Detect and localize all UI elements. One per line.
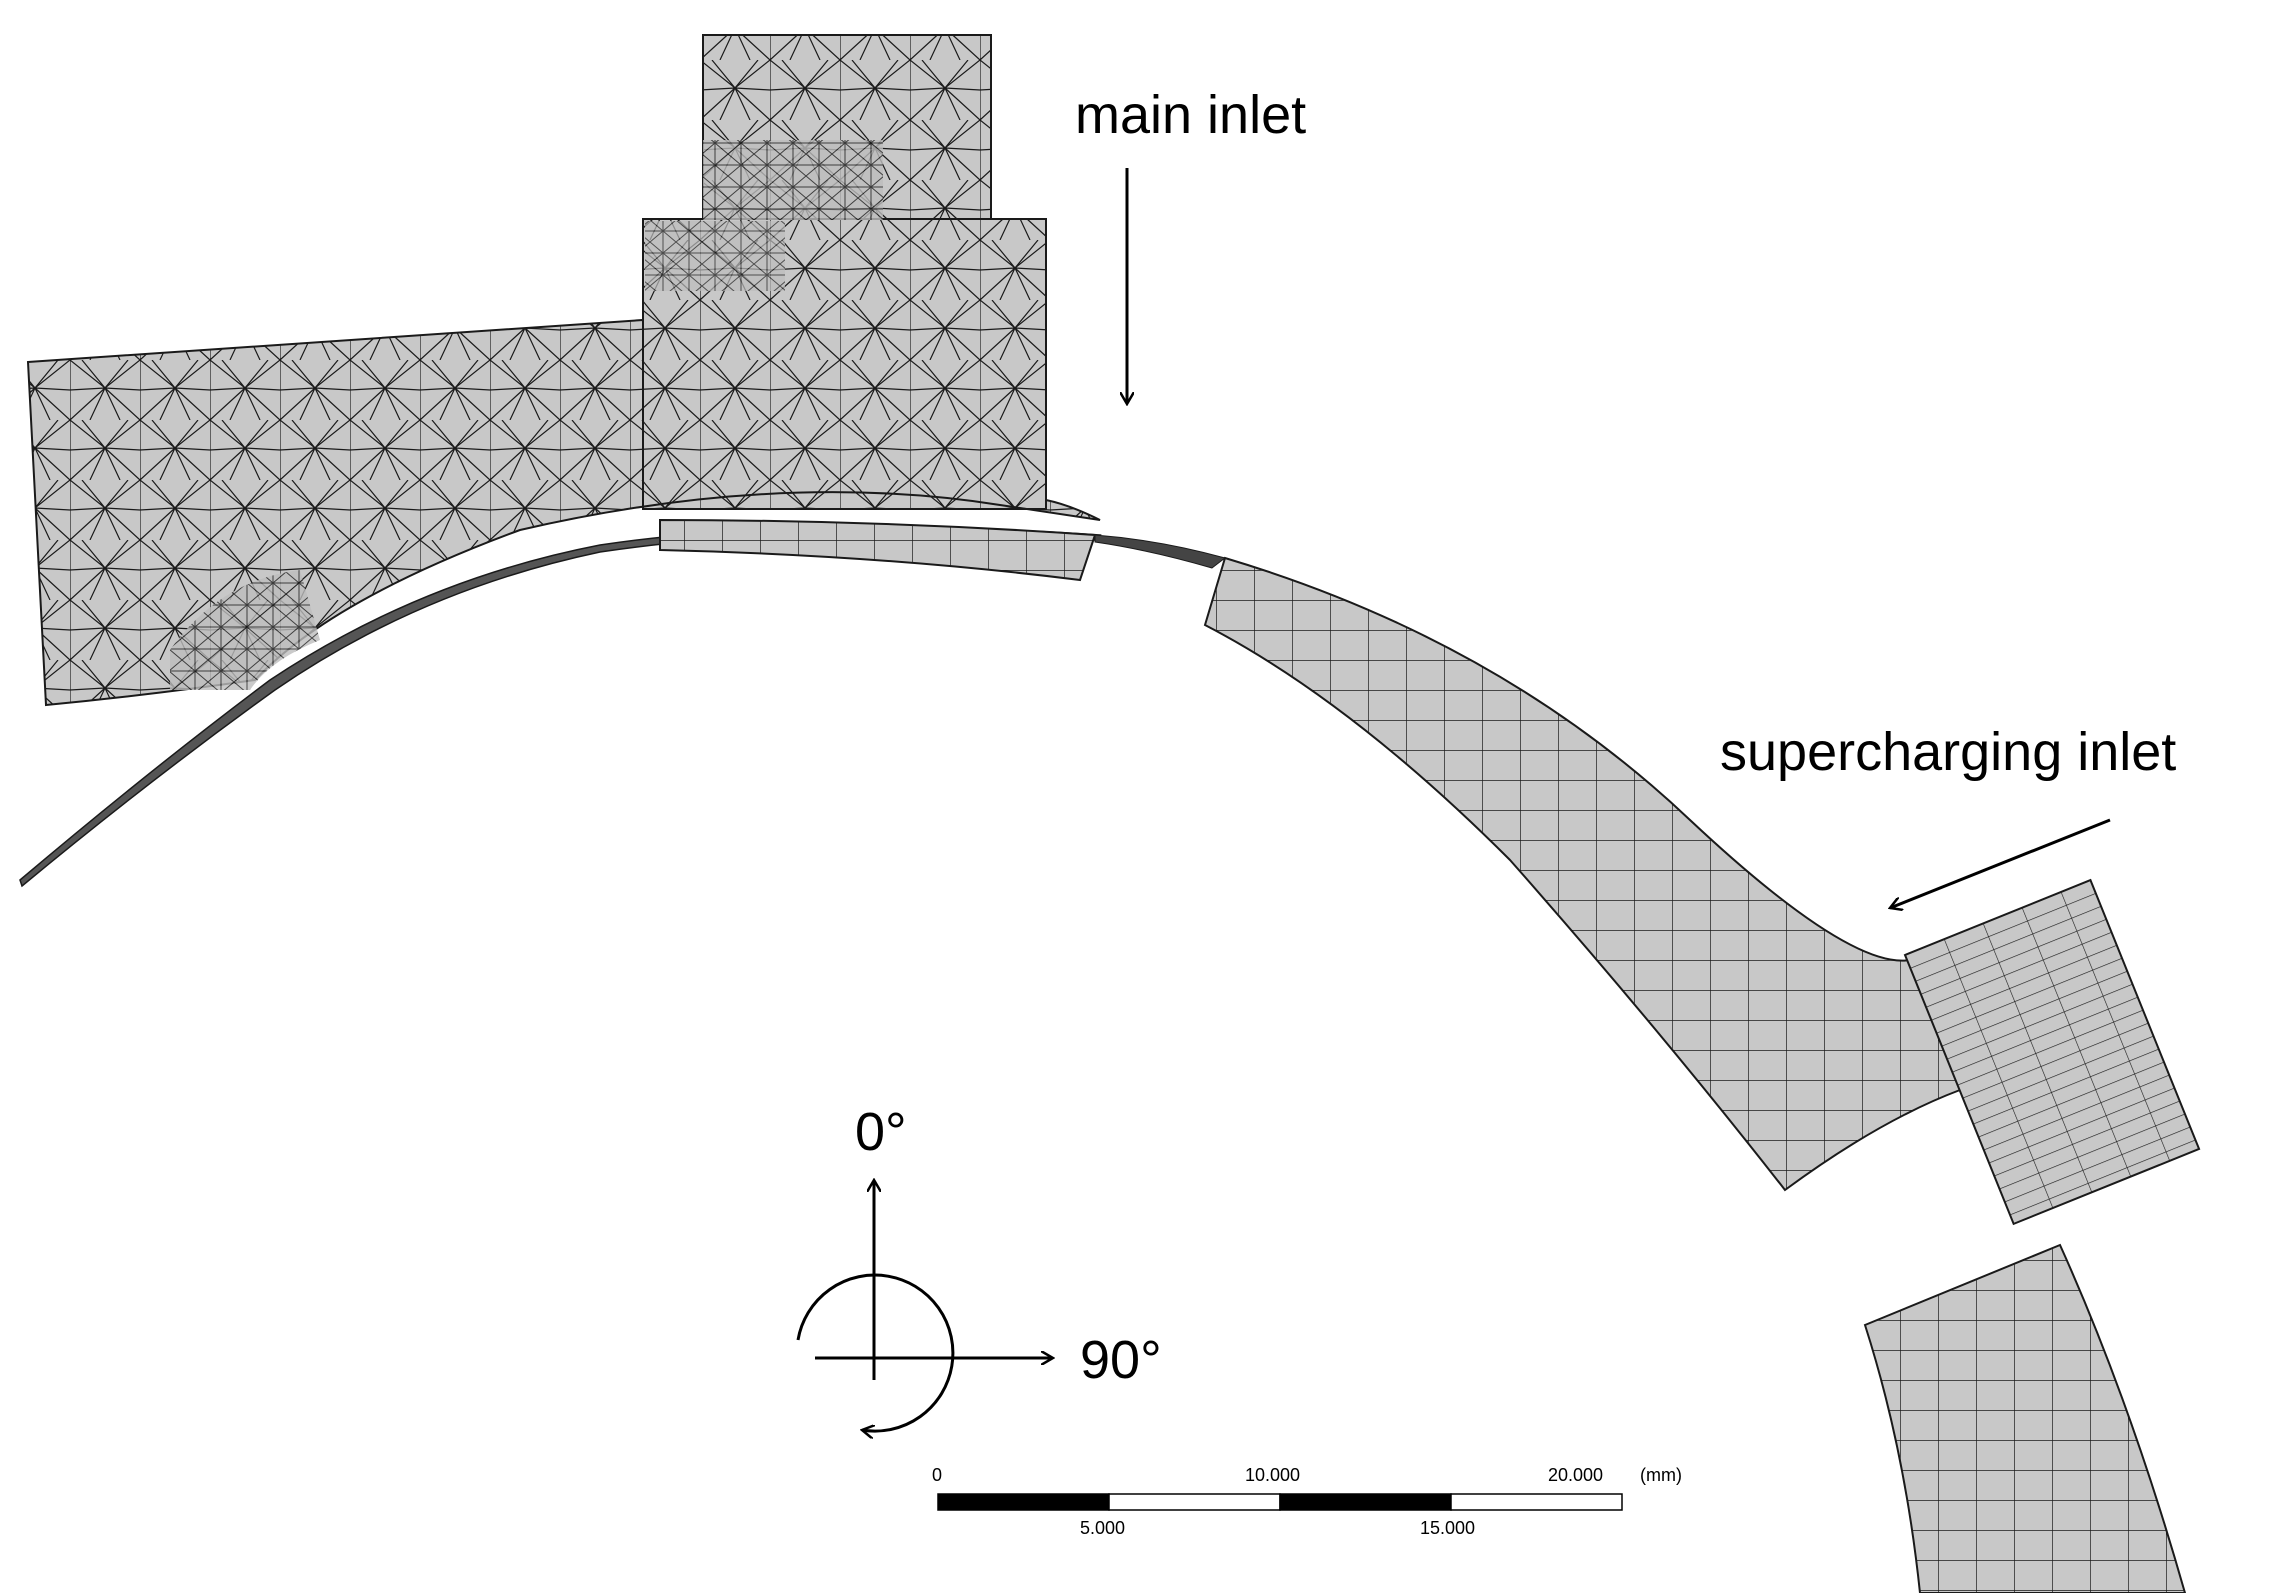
thin-gap-mesh-center: [1094, 534, 1227, 569]
supercharging-inlet-arrow: [1890, 818, 2111, 908]
scale-seg-3: [1279, 1493, 1452, 1511]
scale-unit: (mm): [1640, 1465, 1682, 1485]
dense-zone-bottom-left: [170, 570, 320, 690]
dense-zone-mid: [645, 221, 785, 291]
ring-sector-quad-mesh: [1203, 556, 1962, 1192]
triangular-mesh-region: [26, 34, 1101, 707]
rotation-arrow: [796, 1273, 955, 1431]
angle-90-label: 90°: [1080, 1330, 1162, 1390]
scale-tick-0: 0: [932, 1465, 942, 1485]
supercharging-inlet-label: supercharging inlet: [1720, 722, 2176, 782]
main-inlet-label: main inlet: [1075, 85, 1306, 145]
ring-sector-lower: [1863, 1243, 2187, 1593]
ring-sector-main-inlet: [659, 518, 1097, 582]
dense-zone-top: [703, 140, 883, 220]
scale-tick-10: 10.000: [1245, 1465, 1300, 1485]
supercharging-inlet-block: [1903, 878, 2201, 1226]
scale-tick-15: 15.000: [1420, 1518, 1475, 1538]
scale-seg-2: [1108, 1493, 1281, 1511]
angle-0-label: 0°: [855, 1102, 907, 1162]
scale-bar: 0 10.000 20.000 (mm) 5.000 15.000: [932, 1465, 1682, 1538]
scale-tick-5: 5.000: [1080, 1518, 1125, 1538]
scale-seg-1: [937, 1493, 1110, 1511]
orientation-indicator: 0° 90°: [796, 1102, 1162, 1431]
scale-seg-4: [1450, 1493, 1623, 1511]
scale-tick-20: 20.000: [1548, 1465, 1603, 1485]
